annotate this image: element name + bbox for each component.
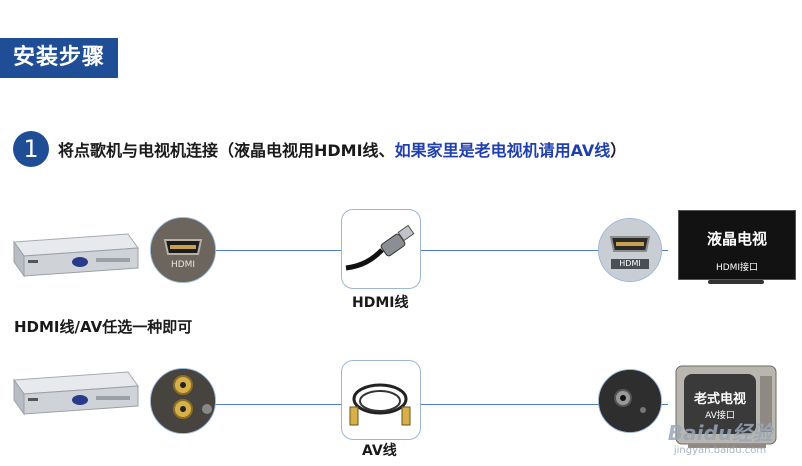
lcd-tv: 液晶电视 HDMI接口 — [678, 210, 796, 286]
choice-note: HDMI线/AV任选一种即可 — [14, 318, 193, 336]
karaoke-player-hdmi — [13, 233, 139, 278]
crt-tv-subtitle: AV接口 — [705, 411, 735, 421]
crt-tv-title: 老式电视 — [693, 392, 746, 407]
tv-hdmi-port-label: HDMI — [619, 259, 641, 268]
hdmi-connection-line — [190, 250, 668, 251]
watermark: Baidu经验 jingyan.baidu.com — [656, 422, 784, 458]
karaoke-player-av — [13, 371, 139, 416]
av-cable-card — [341, 360, 421, 440]
hdmi-port-icon — [151, 218, 215, 282]
lcd-tv-title: 液晶电视 — [706, 230, 767, 248]
step-text-highlight: 如果家里是老电视机请用AV线 — [394, 141, 611, 160]
tv-av-port-closeup — [598, 369, 662, 433]
hdmi-port-label: HDMI — [170, 260, 196, 270]
step-text-suffix: ） — [610, 141, 627, 160]
watermark-logo: Baidu经验 — [667, 421, 773, 445]
section-title: 安装步骤 — [0, 38, 118, 78]
hdmi-cable-icon — [345, 224, 415, 271]
av-port-closeup — [150, 368, 216, 434]
hdmi-cable-caption: HDMI线 — [352, 295, 409, 311]
tv-hdmi-port-icon — [599, 219, 661, 281]
step-text-prefix: 将点歌机与电视机连接（液晶电视用HDMI线、 — [58, 141, 395, 160]
crt-tv: 老式电视 AV接口 — [674, 362, 786, 450]
watermark-url: jingyan.baidu.com — [673, 445, 767, 456]
lcd-tv-subtitle: HDMI接口 — [715, 263, 759, 273]
hdmi-port-closeup: HDMI — [150, 217, 216, 283]
av-cable-caption: AV线 — [362, 443, 397, 459]
tv-av-port-icon — [599, 370, 661, 432]
hdmi-cable-card — [341, 209, 421, 289]
crt-tv-icon — [675, 365, 777, 448]
rca-jack-icon — [151, 369, 215, 433]
step-number-badge: 1 — [13, 131, 49, 167]
tv-hdmi-port-closeup: HDMI — [598, 218, 662, 282]
av-cable-icon — [349, 383, 411, 426]
step-instruction: 将点歌机与电视机连接（液晶电视用HDMI线、如果家里是老电视机请用AV线） — [58, 137, 626, 161]
av-connection-line — [190, 404, 668, 405]
